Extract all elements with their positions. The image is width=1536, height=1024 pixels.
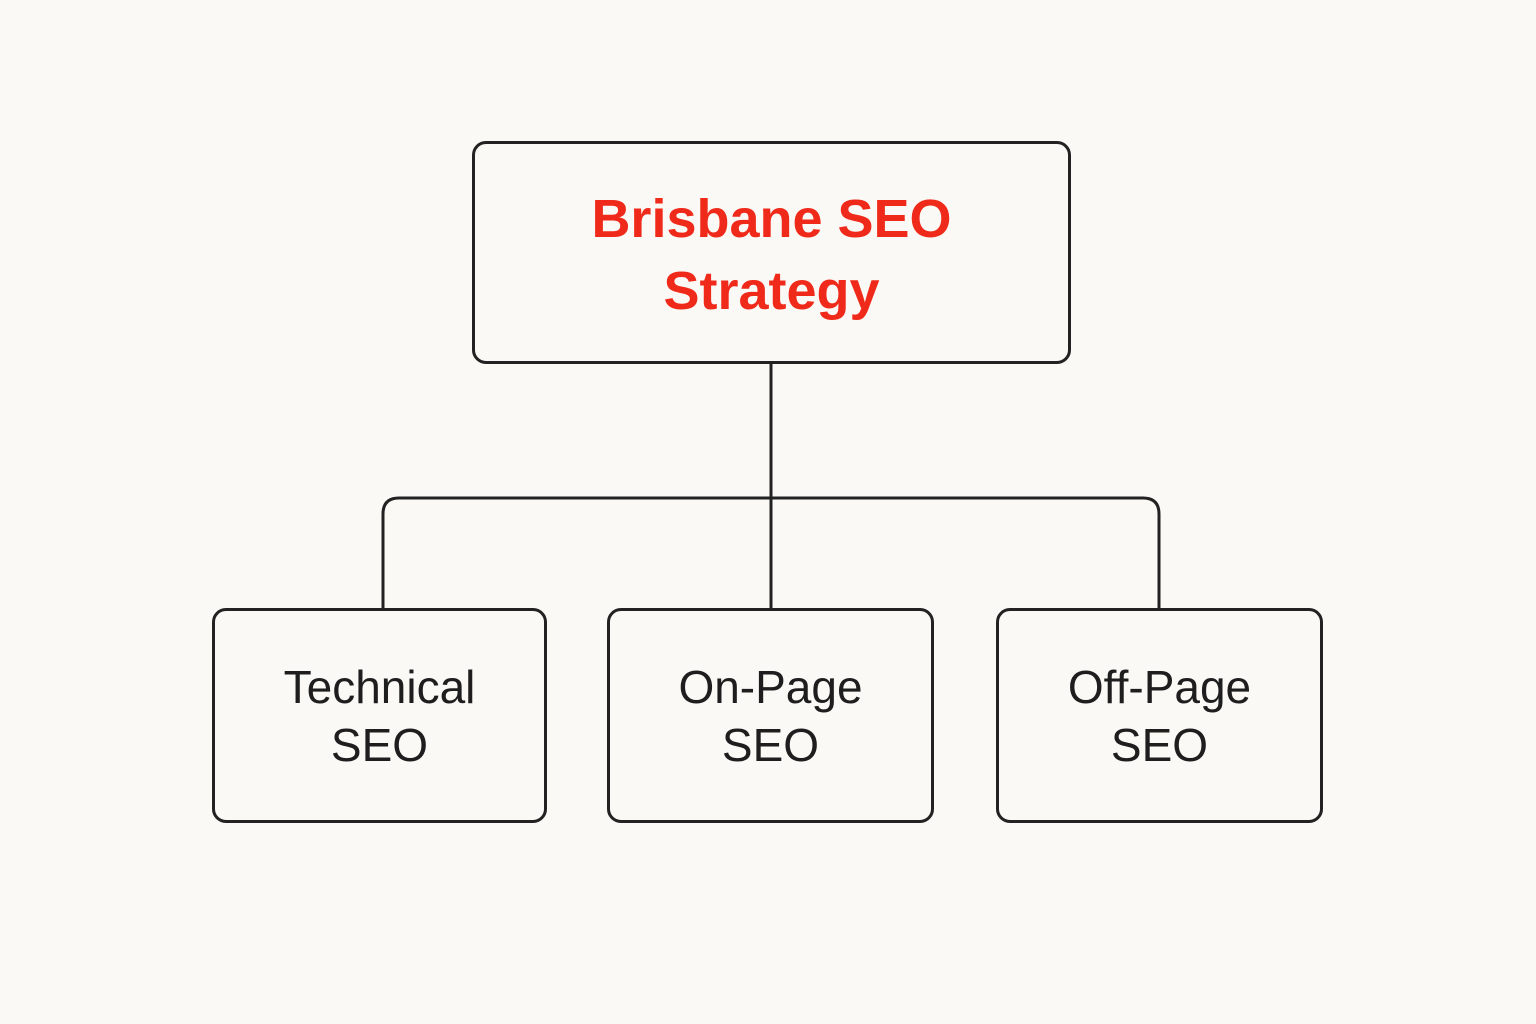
child-node-label-line-2: SEO — [330, 718, 429, 771]
child-node-label-line-2: SEO — [721, 718, 820, 771]
root-node-brisbane-seo-strategy: Brisbane SEO Strategy — [472, 141, 1071, 364]
branch-connector — [381, 496, 1161, 608]
child-node-label-line-2: SEO — [1110, 718, 1209, 771]
root-node-title-line-2: Strategy — [663, 260, 880, 321]
child-node-label-line-1: Technical — [283, 660, 476, 713]
child-node-label-line-1: On-Page — [678, 660, 863, 713]
child-node-off-page-seo: Off-Page SEO — [996, 608, 1323, 823]
child-node-technical-seo: Technical SEO — [212, 608, 547, 823]
child-node-on-page-seo: On-Page SEO — [607, 608, 934, 823]
child-node-label-line-1: Off-Page — [1067, 660, 1252, 713]
root-node-title-line-1: Brisbane SEO — [591, 188, 952, 249]
